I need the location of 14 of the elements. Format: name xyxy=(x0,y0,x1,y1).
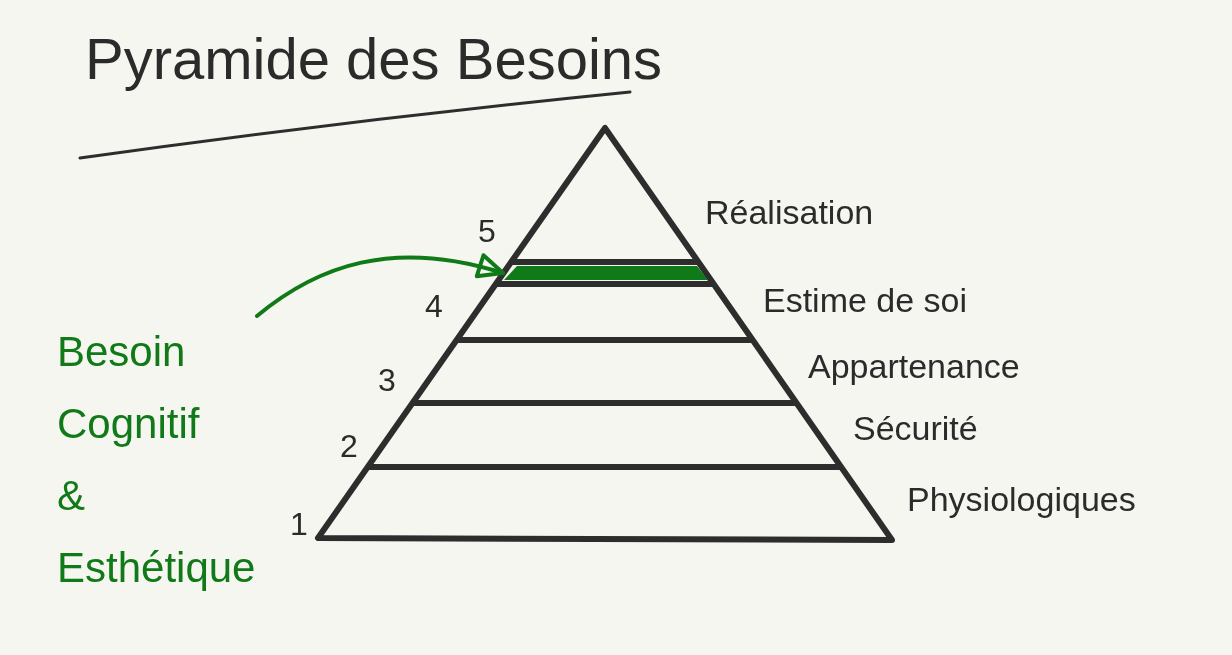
level-number: 4 xyxy=(425,288,443,325)
level-number: 5 xyxy=(478,213,496,250)
level-number: 3 xyxy=(378,362,396,399)
level-label: Estime de soi xyxy=(763,281,968,321)
highlighted-band xyxy=(503,265,709,281)
level-number: 1 xyxy=(290,506,308,543)
level-number: 2 xyxy=(340,428,358,465)
annotation-text: Besoin Cognitif & Esthétique xyxy=(57,316,257,604)
level-label: Réalisation xyxy=(705,193,874,233)
diagram-title: Pyramide des Besoins xyxy=(85,26,663,93)
level-label: Physiologiques xyxy=(907,480,1136,520)
arrow xyxy=(255,253,505,318)
level-label: Sécurité xyxy=(853,409,978,449)
level-label: Appartenance xyxy=(808,347,1020,387)
